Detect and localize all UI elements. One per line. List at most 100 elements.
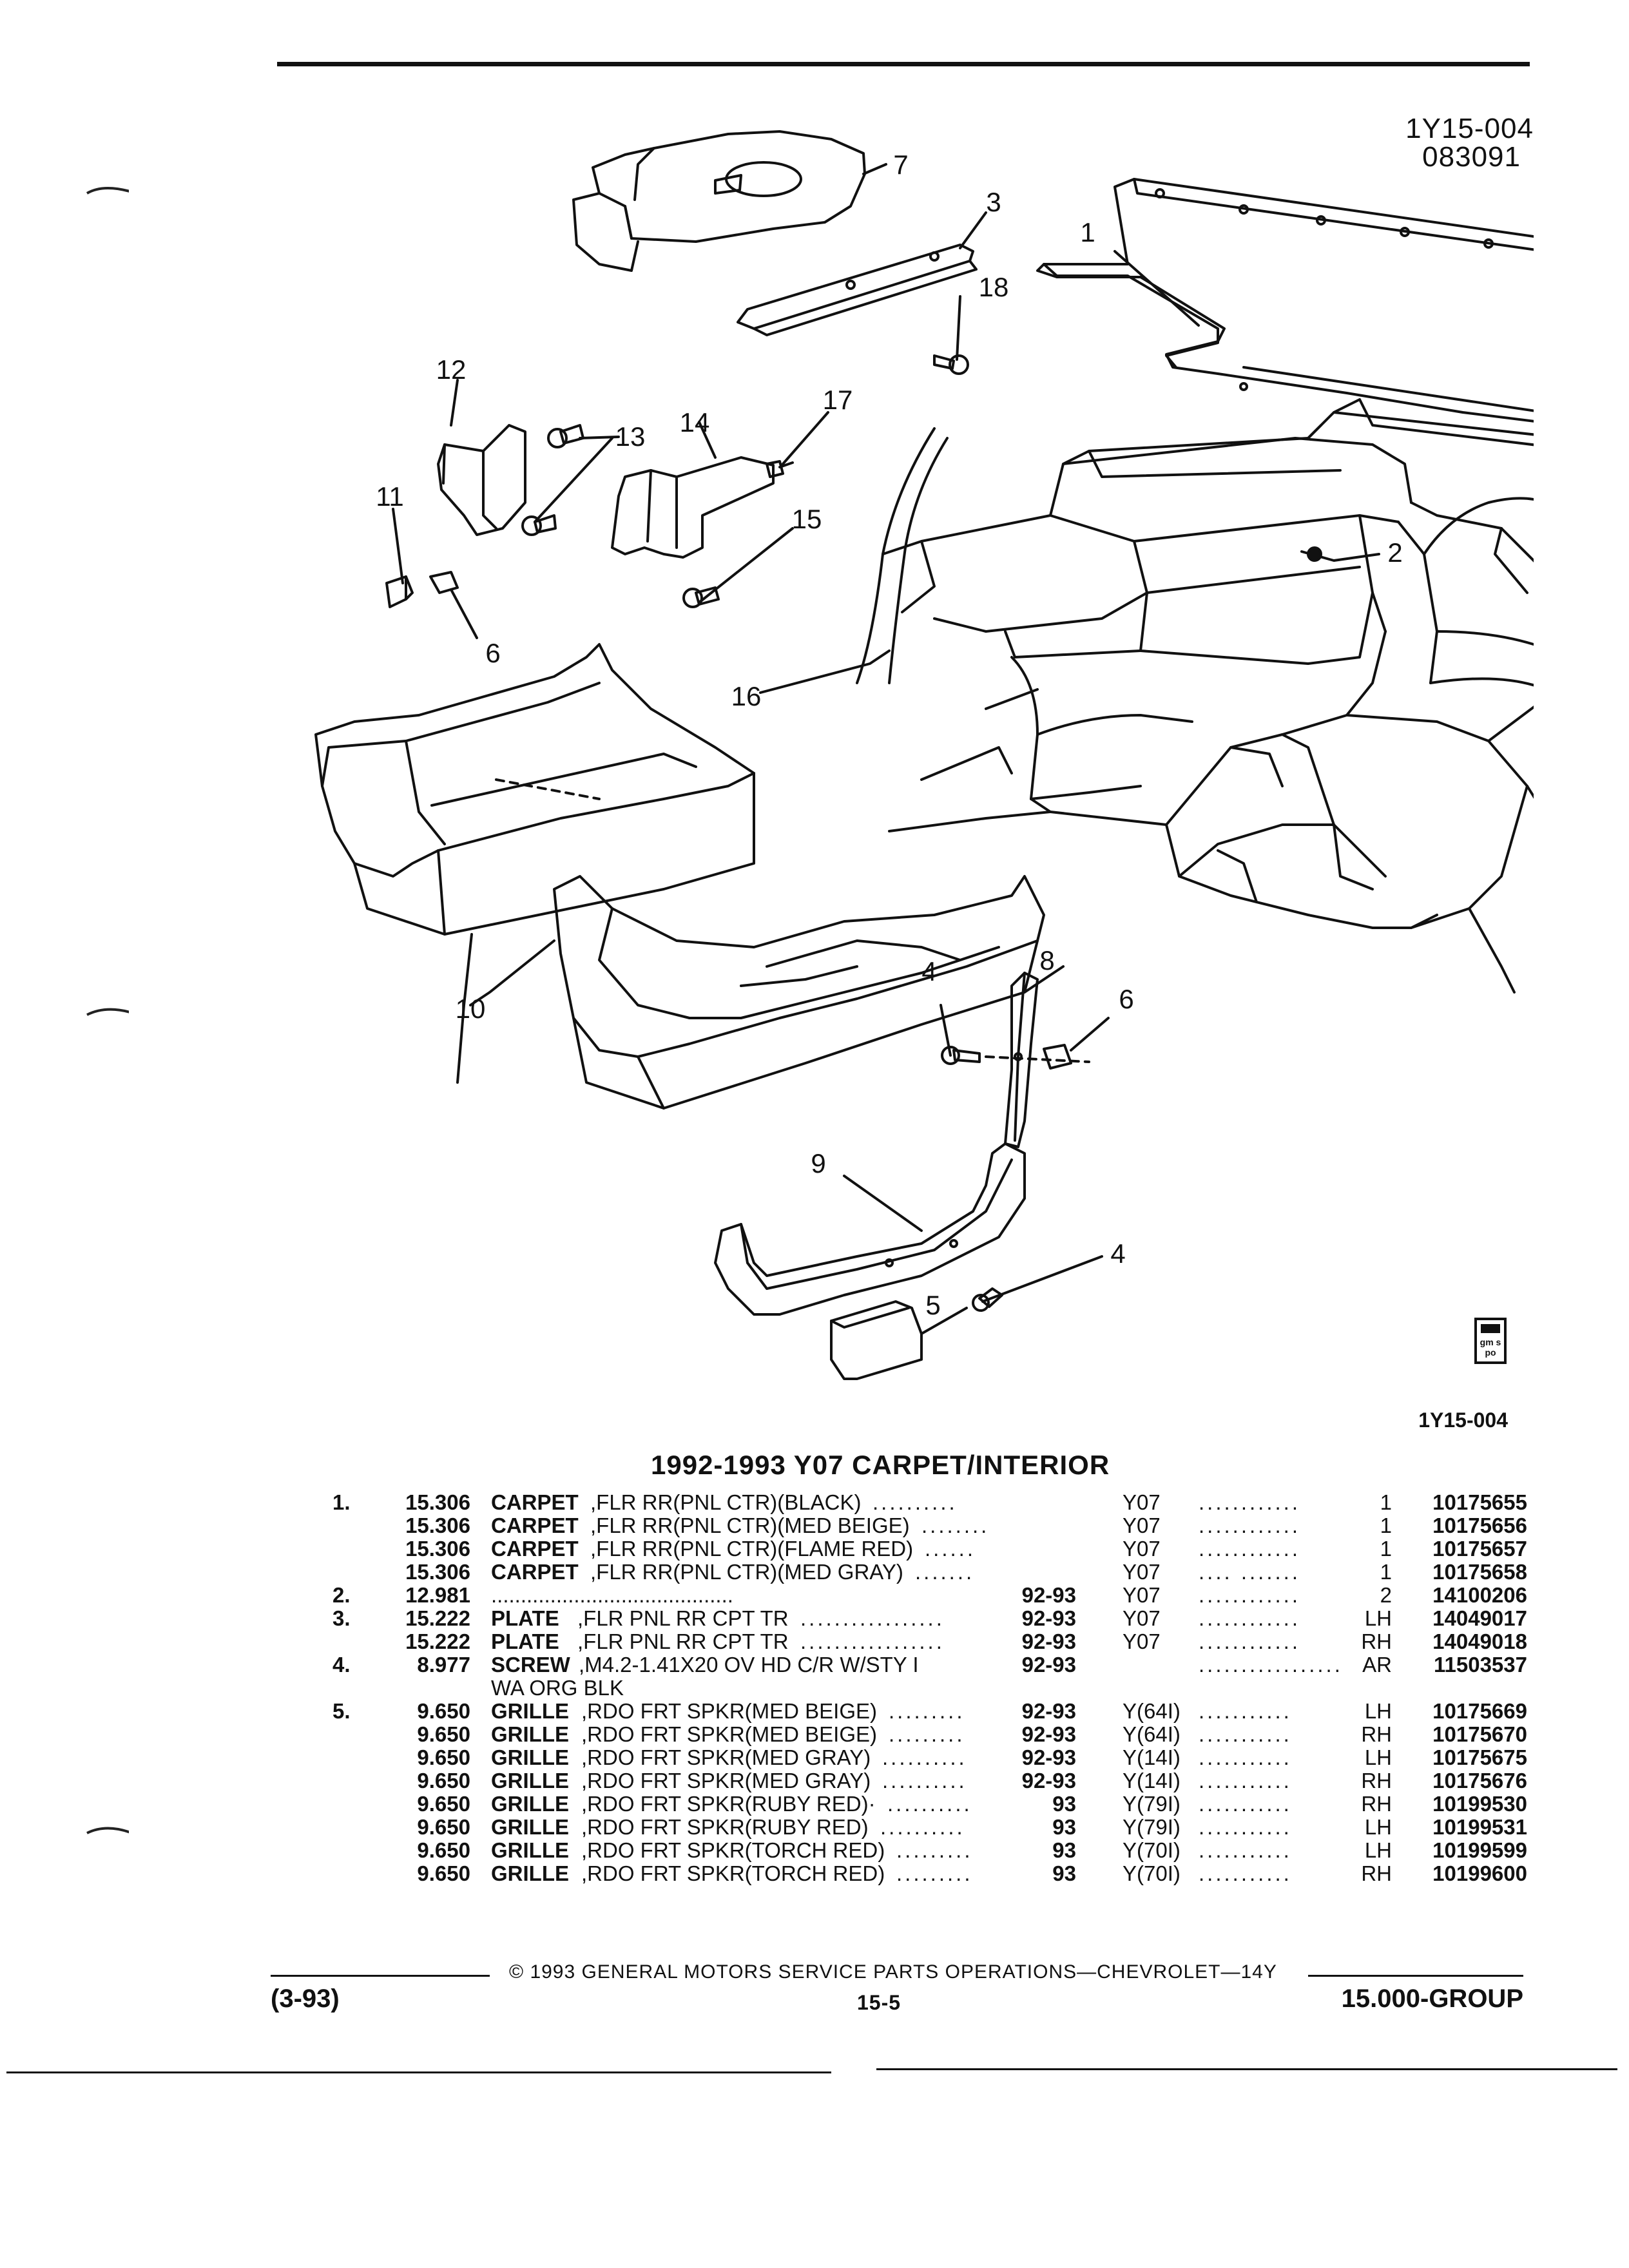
part-name: SCREW [491, 1653, 570, 1677]
part-name: GRILLE [491, 1838, 569, 1862]
leader-dots-2: ............ [1199, 1490, 1301, 1514]
callout-5: 5 [925, 1290, 940, 1320]
part-description: ,RDO FRT SPKR(MED GRAY) [581, 1769, 871, 1792]
leader-dots-2: ............ [1199, 1629, 1301, 1653]
part-number: 10175655 [1432, 1490, 1527, 1514]
part-number: 10199600 [1432, 1861, 1527, 1885]
bottom-rule-left [6, 2071, 831, 2073]
part-description: ,RDO FRT SPKR(MED BEIGE) [581, 1722, 878, 1746]
part-description: ,M4.2-1.41X20 OV HD C/R W/STY I [579, 1653, 919, 1677]
callout-4b: 4 [1110, 1238, 1125, 1269]
group-label: 15.000-GROUP [1341, 1984, 1523, 2013]
part-description: ,RDO FRT SPKR(MED GRAY) [581, 1745, 871, 1769]
part-name: CARPET [491, 1537, 579, 1561]
part-years: 93 [1052, 1815, 1076, 1839]
part-description: ,FLR PNL RR CPT TR [577, 1606, 789, 1630]
part-15-screw [682, 586, 720, 608]
part-number: 11503537 [1433, 1653, 1527, 1677]
part-rpo-code: Y(14I) [1123, 1745, 1181, 1769]
part-qty: LH [1364, 1699, 1392, 1723]
page-number: 15-5 [857, 1991, 901, 2014]
margin-marks [86, 186, 129, 1834]
part-years: 93 [1052, 1838, 1076, 1862]
callout-14: 14 [680, 407, 710, 437]
part-years: 92-93 [1021, 1769, 1076, 1792]
part-item-number: 5. [333, 1699, 351, 1723]
part-key: 12.981 [405, 1583, 470, 1607]
part-key: 15.306 [405, 1490, 470, 1514]
part-years: 92-93 [1021, 1653, 1076, 1677]
part-description: ,FLR RR(PNL CTR)(FLAME RED) [590, 1537, 914, 1561]
leader-dots: ...... [925, 1537, 976, 1561]
part-name: GRILLE [491, 1792, 569, 1816]
part-name: GRILLE [491, 1861, 569, 1885]
callout-4a: 4 [921, 956, 936, 986]
part-number: 14049017 [1432, 1606, 1527, 1630]
parts-row: WA ORG BLK [322, 1677, 1527, 1700]
leader-dots-2: ............ [1199, 1537, 1301, 1561]
part-name: PLATE [491, 1629, 559, 1653]
part-item-number: 2. [333, 1583, 351, 1607]
callout-12: 12 [436, 354, 467, 385]
parts-row: 2.12.981................................… [322, 1584, 1527, 1607]
callout-6b: 6 [1119, 984, 1133, 1014]
leader-dots: ......... [889, 1723, 965, 1746]
part-description: ,FLR PNL RR CPT TR [577, 1629, 789, 1653]
callout-1: 1 [1080, 217, 1095, 247]
part-name: GRILLE [491, 1745, 569, 1769]
part-years: 92-93 [1021, 1606, 1076, 1630]
part-key: 15.222 [405, 1629, 470, 1653]
leader-dots: ......... [896, 1862, 973, 1885]
part-qty: LH [1364, 1838, 1392, 1862]
part-description: ,RDO FRT SPKR(RUBY RED) [581, 1815, 869, 1839]
part-rpo-code: Y(64I) [1123, 1699, 1181, 1723]
part-number: 10199599 [1432, 1838, 1527, 1862]
part-key: 8.977 [417, 1653, 470, 1677]
part-number: 10175670 [1432, 1722, 1527, 1746]
page-title: 1992-1993 Y07 CARPET/INTERIOR [651, 1450, 1110, 1480]
callout-3: 3 [986, 187, 1001, 217]
part-number: 10175656 [1432, 1514, 1527, 1537]
callout-17: 17 [823, 385, 853, 415]
part-key: 9.650 [417, 1838, 470, 1862]
part-description: ,FLR RR(PNL CTR)(BLACK) [590, 1490, 862, 1514]
part-6-clip [429, 571, 459, 594]
leader-dots: .......... [882, 1769, 967, 1792]
part-years: 92-93 [1021, 1745, 1076, 1769]
part-rpo-code: Y07 [1123, 1537, 1161, 1561]
part-key: 9.650 [417, 1722, 470, 1746]
callout-16: 16 [731, 681, 762, 711]
part-rpo-code: Y07 [1123, 1606, 1161, 1630]
part-10-carpet-front [314, 643, 755, 936]
part-item-number: 4. [333, 1653, 351, 1677]
part-item-number: 1. [333, 1490, 351, 1514]
part-number: 10175676 [1432, 1769, 1527, 1792]
part-key: 9.650 [417, 1699, 470, 1723]
part-item-number: 3. [333, 1606, 351, 1630]
leader-dots: ......... [896, 1839, 973, 1862]
part-11-clip [385, 575, 414, 608]
part-key: 9.650 [417, 1861, 470, 1885]
exploded-parts-diagram: 7 3 1 18 12 14 17 13 11 15 2 6 16 10 4 8… [314, 130, 1534, 1380]
leader-dots-2: ........... [1199, 1769, 1292, 1792]
part-number: 10199531 [1432, 1815, 1527, 1839]
part-18-screw [933, 354, 969, 375]
part-number: 14049018 [1432, 1629, 1527, 1653]
part-rpo-code: Y(79I) [1123, 1815, 1181, 1839]
part-years: 92-93 [1021, 1722, 1076, 1746]
part-12-bracket [437, 424, 526, 536]
part-key: 9.650 [417, 1769, 470, 1792]
callout-9: 9 [811, 1148, 825, 1178]
part-rpo-code: Y07 [1123, 1629, 1161, 1653]
part-key: 15.222 [405, 1606, 470, 1630]
leader-dots-2: ........... [1199, 1722, 1292, 1746]
part-key: 15.306 [405, 1514, 470, 1537]
part-rpo-code: Y(70I) [1123, 1861, 1181, 1885]
part-qty: 1 [1380, 1514, 1392, 1537]
vehicle-body [856, 398, 1534, 994]
